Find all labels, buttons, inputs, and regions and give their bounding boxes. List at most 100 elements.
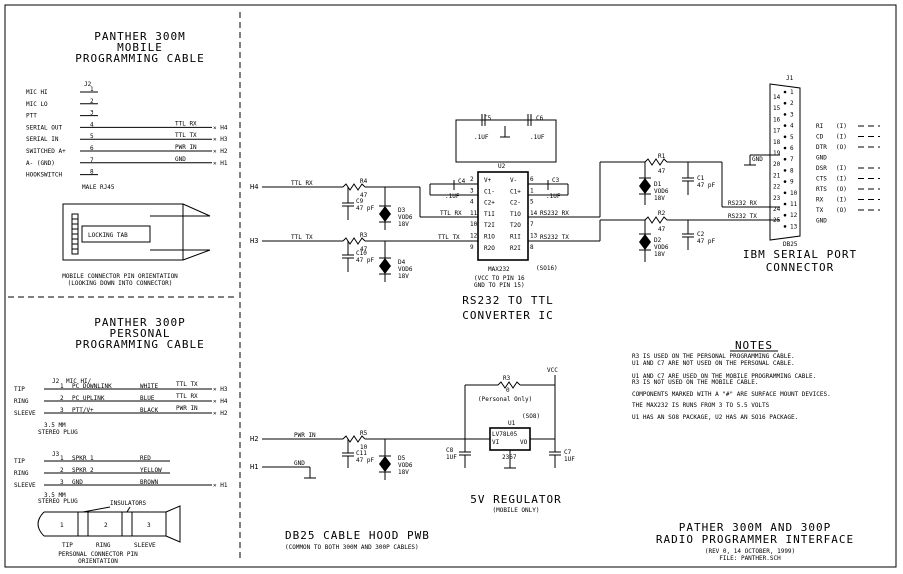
db25-pin-left: 8: [790, 167, 794, 174]
c8-val: 1UF: [446, 454, 457, 461]
plug-pin-number: 1: [60, 383, 64, 390]
panther-300m-title-3: PROGRAMMING CABLE: [75, 52, 205, 65]
rj45-net-label: PWR IN: [175, 144, 197, 151]
plug-segment-1: 1: [60, 522, 64, 529]
r5-val: 10: [360, 444, 368, 451]
stereo-plug-drawing: 1 2 3 TIP RING SLEEVE: [37, 505, 181, 549]
db25-pin-left: 12: [790, 212, 798, 219]
plug-net-dest: ✕ H3: [213, 386, 228, 393]
rj45-orientation-1: MOBILE CONNECTOR PIN ORIENTATION: [62, 273, 178, 280]
rj45-pin-number: 1: [90, 86, 94, 93]
rj45-net-label: TTL TX: [175, 132, 197, 139]
d5-diode: [379, 456, 391, 464]
plug-side-label: TIP: [14, 458, 25, 465]
db25-signal-dir: (I): [836, 197, 847, 204]
converter-section: H4 TTL RX R4 47 TTL RX C9 47 pF D3 VOD6 …: [250, 114, 645, 322]
conv-ttl-rx-ic: TTL RX: [440, 210, 462, 217]
r5-resistor: [342, 435, 366, 443]
r3-ref: R3: [503, 375, 511, 382]
db25-pin-left: 9: [790, 179, 794, 186]
u2-right-pin-num: 13: [530, 233, 538, 240]
db25-pin-left: 7: [790, 156, 794, 163]
u2-left-pin-num: 2: [470, 176, 474, 183]
plug-signal: PTT/V+: [72, 407, 94, 414]
rj45-pin-number: 6: [90, 145, 94, 152]
u2-right-pin: C2-: [510, 200, 521, 207]
u1-vi: VI: [492, 439, 500, 446]
r3-resistor: [342, 237, 366, 245]
d4-diode: [379, 258, 391, 266]
u2-right-pin: T1O: [510, 211, 521, 218]
j2-ref-300p: J2: [52, 378, 60, 385]
db25-pin-dot: [783, 180, 787, 183]
rj45-pin-name: SERIAL OUT: [26, 124, 63, 131]
c3-ref: C3: [552, 177, 560, 184]
db25-pin-right: 17: [773, 128, 781, 135]
plug-pin-number: 2: [60, 467, 64, 474]
rj45-orientation-2: (LOOKING DOWN INTO CONNECTOR): [68, 280, 173, 287]
converter-label-2: CONVERTER IC: [462, 309, 553, 322]
plug-side-label: RING: [14, 398, 29, 405]
d3-part: VOD6: [398, 214, 413, 221]
db25-pin-left: 2: [790, 100, 794, 107]
title-rev: (REV 0, 14 OCTOBER, 1999): [705, 548, 795, 555]
serial-rx-net: RS232 RX: [728, 200, 757, 207]
ibm-label-2: CONNECTOR: [766, 261, 835, 274]
conv-h3-label: H3: [250, 237, 258, 245]
u2-left-pin-num: 9: [470, 244, 474, 251]
u2-right-pin: V-: [510, 177, 517, 184]
r4-resistor: [342, 183, 366, 191]
plug-net-dest: ✕ H2: [213, 410, 228, 417]
j2-ref-300m: J2: [84, 81, 92, 88]
c8-ref: C8: [446, 447, 454, 454]
db25-pin-right: 25: [773, 217, 781, 224]
db25-pin-right: 22: [773, 184, 781, 191]
ibm-label-1: IBM SERIAL PORT: [743, 248, 857, 261]
d3-ref: D3: [398, 207, 406, 214]
title-file: FILE: PANTHER.SCH: [719, 555, 781, 562]
db25-signal-dir: (O): [836, 207, 847, 214]
plug-net-dest: ✕ H1: [213, 482, 228, 489]
d5-ref: D5: [398, 455, 406, 462]
plug-wire-color: BROWN: [140, 479, 158, 486]
db25-pin-dot: [783, 225, 787, 228]
db25-connector: J1 1234567891011121314151617181920212223…: [743, 75, 880, 274]
note-line: U1 AND C7 ARE USED ON THE MOBILE PROGRAM…: [632, 373, 816, 380]
panther-300m-title-2: MOBILE: [117, 41, 163, 54]
plug-segment-2: 2: [104, 522, 108, 529]
c11-ref: C11: [356, 450, 367, 457]
plug-wire-color: YELLOW: [140, 467, 162, 474]
d5-v: 18V: [398, 469, 409, 476]
conv-ttl-tx-ic: TTL TX: [438, 234, 460, 241]
u2-left-pin: T2I: [484, 222, 495, 229]
db25-pin-dot: [783, 169, 787, 172]
r2-val: 47: [658, 226, 666, 233]
u2-part: MAX232: [488, 266, 510, 273]
plug-sleeve-label: SLEEVE: [134, 542, 156, 549]
conv-h4-net: TTL RX: [291, 180, 313, 187]
rj45-net-dest: ✕ H3: [213, 136, 228, 143]
panther-300p-section: PANTHER 300P PERSONAL PROGRAMMING CABLE …: [14, 316, 228, 565]
vcc-label: VCC: [547, 367, 558, 374]
u2-left-pin: T1I: [484, 211, 495, 218]
d4-part: VOD6: [398, 266, 413, 273]
db25-signal-name: RI: [816, 123, 824, 130]
note-line: U1 HAS AN SO8 PACKAGE, U2 HAS AN SO16 PA…: [632, 414, 798, 421]
u2-right-pin-num: 5: [530, 199, 534, 206]
reg-gnd-net: GND: [294, 460, 305, 467]
rj45-pin-number: 5: [90, 133, 94, 140]
db25-pin-left: 6: [790, 145, 794, 152]
db25-pin-dot: [783, 146, 787, 150]
c9-ref: C9: [356, 198, 364, 205]
serial-gnd: GND: [752, 156, 763, 163]
rs232-tx-ic: RS232 TX: [540, 234, 569, 241]
u2-cap-loop: [455, 119, 557, 163]
u2-so16: (SO16): [536, 265, 558, 272]
note-line: U1 AND C7 ARE NOT USED ON THE PERSONAL C…: [632, 360, 795, 367]
rs232-rx-ic: RS232 RX: [540, 210, 569, 217]
d2-v: 18V: [654, 251, 665, 258]
u2-left-pin: R2O: [484, 245, 495, 252]
db25-signal-dir: (I): [836, 134, 847, 141]
plug-side-label: TIP: [14, 386, 25, 393]
